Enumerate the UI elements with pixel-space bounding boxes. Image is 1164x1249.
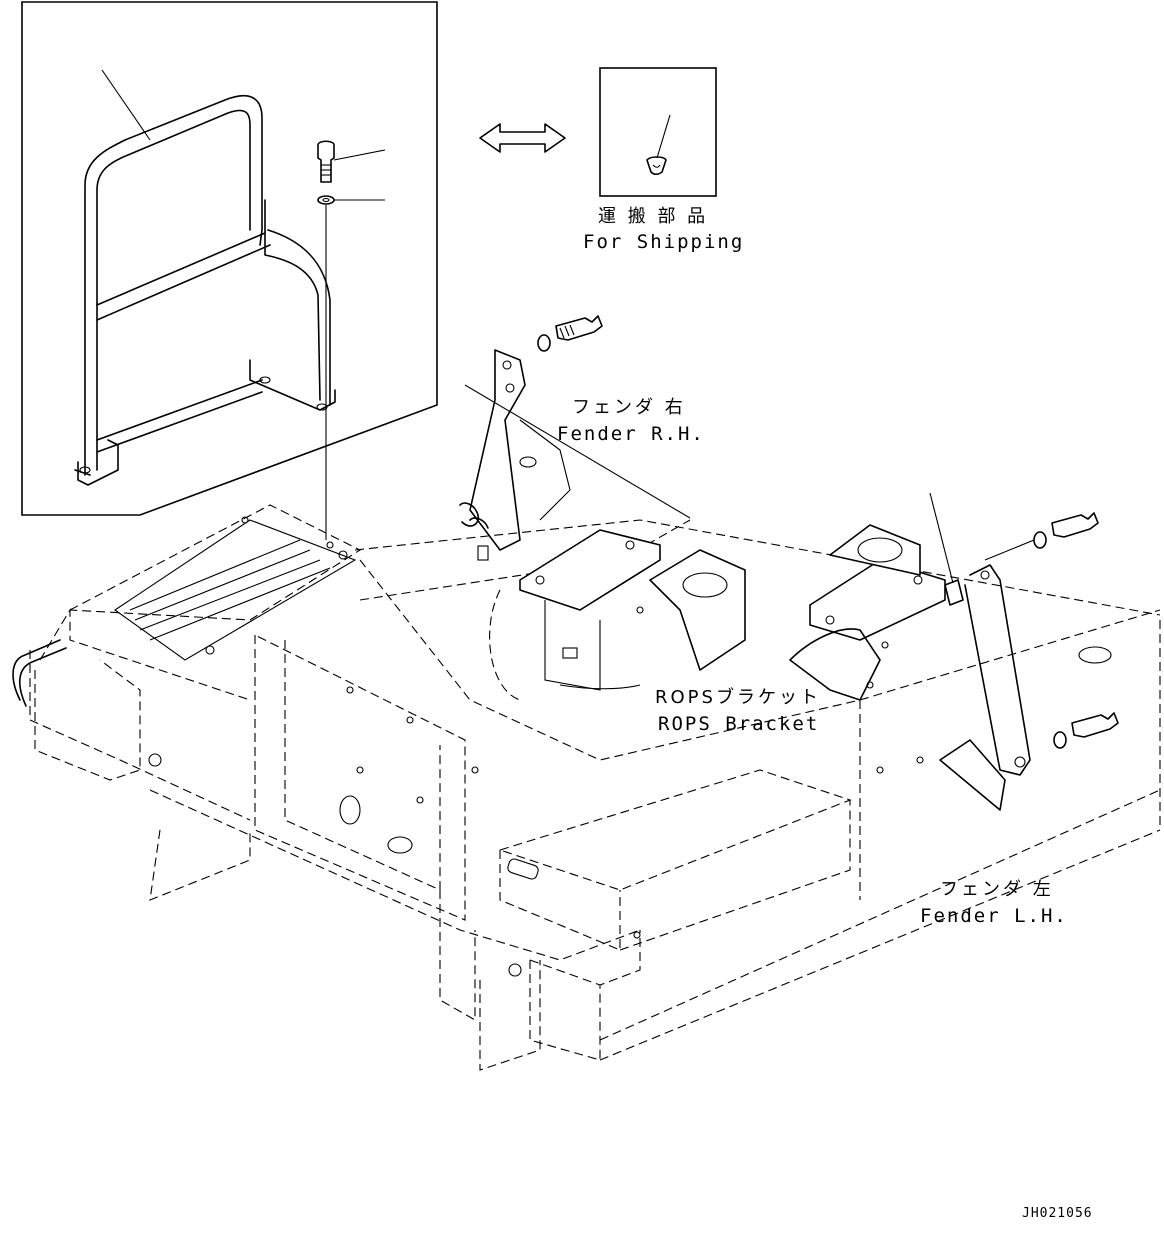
shipping-part-box [599,67,717,197]
fender-lh-bracket [929,492,1031,776]
fender-rh-label-jp: フェンダ 右 [572,397,686,418]
drawing-code: JH021056 [1022,1206,1093,1221]
rops-bracket-left [519,529,746,691]
fender-rh-bracket [459,349,691,561]
fender-lh-label-en: Fender L.H. [920,905,1068,927]
step-grate [114,519,357,661]
bolt-washer-fender-lh-lower [1053,712,1119,749]
rops-bracket-right [789,524,946,701]
inset-washer [317,195,385,205]
protective-cap-icon [646,156,667,176]
bolt-washer-fender-rh [537,315,603,352]
fender-lh-label-jp: フェンダ 左 [940,879,1054,900]
bolt-washer-fender-lh-upper [984,512,1099,561]
rops-label-jp: ROPSブラケット [655,686,821,708]
double-arrow-icon [479,123,566,153]
fender-rh-label-en: Fender R.H. [557,423,705,445]
fender-frame-assembly [12,504,1161,1071]
mounting-holes [148,516,924,977]
inset-bolt [317,140,386,183]
shipping-label-en: For Shipping [583,231,744,253]
rops-label-en: ROPS Bracket [658,713,819,735]
handrail-inset [21,1,438,540]
shipping-label-jp: 運 搬 部 品 [598,206,708,227]
